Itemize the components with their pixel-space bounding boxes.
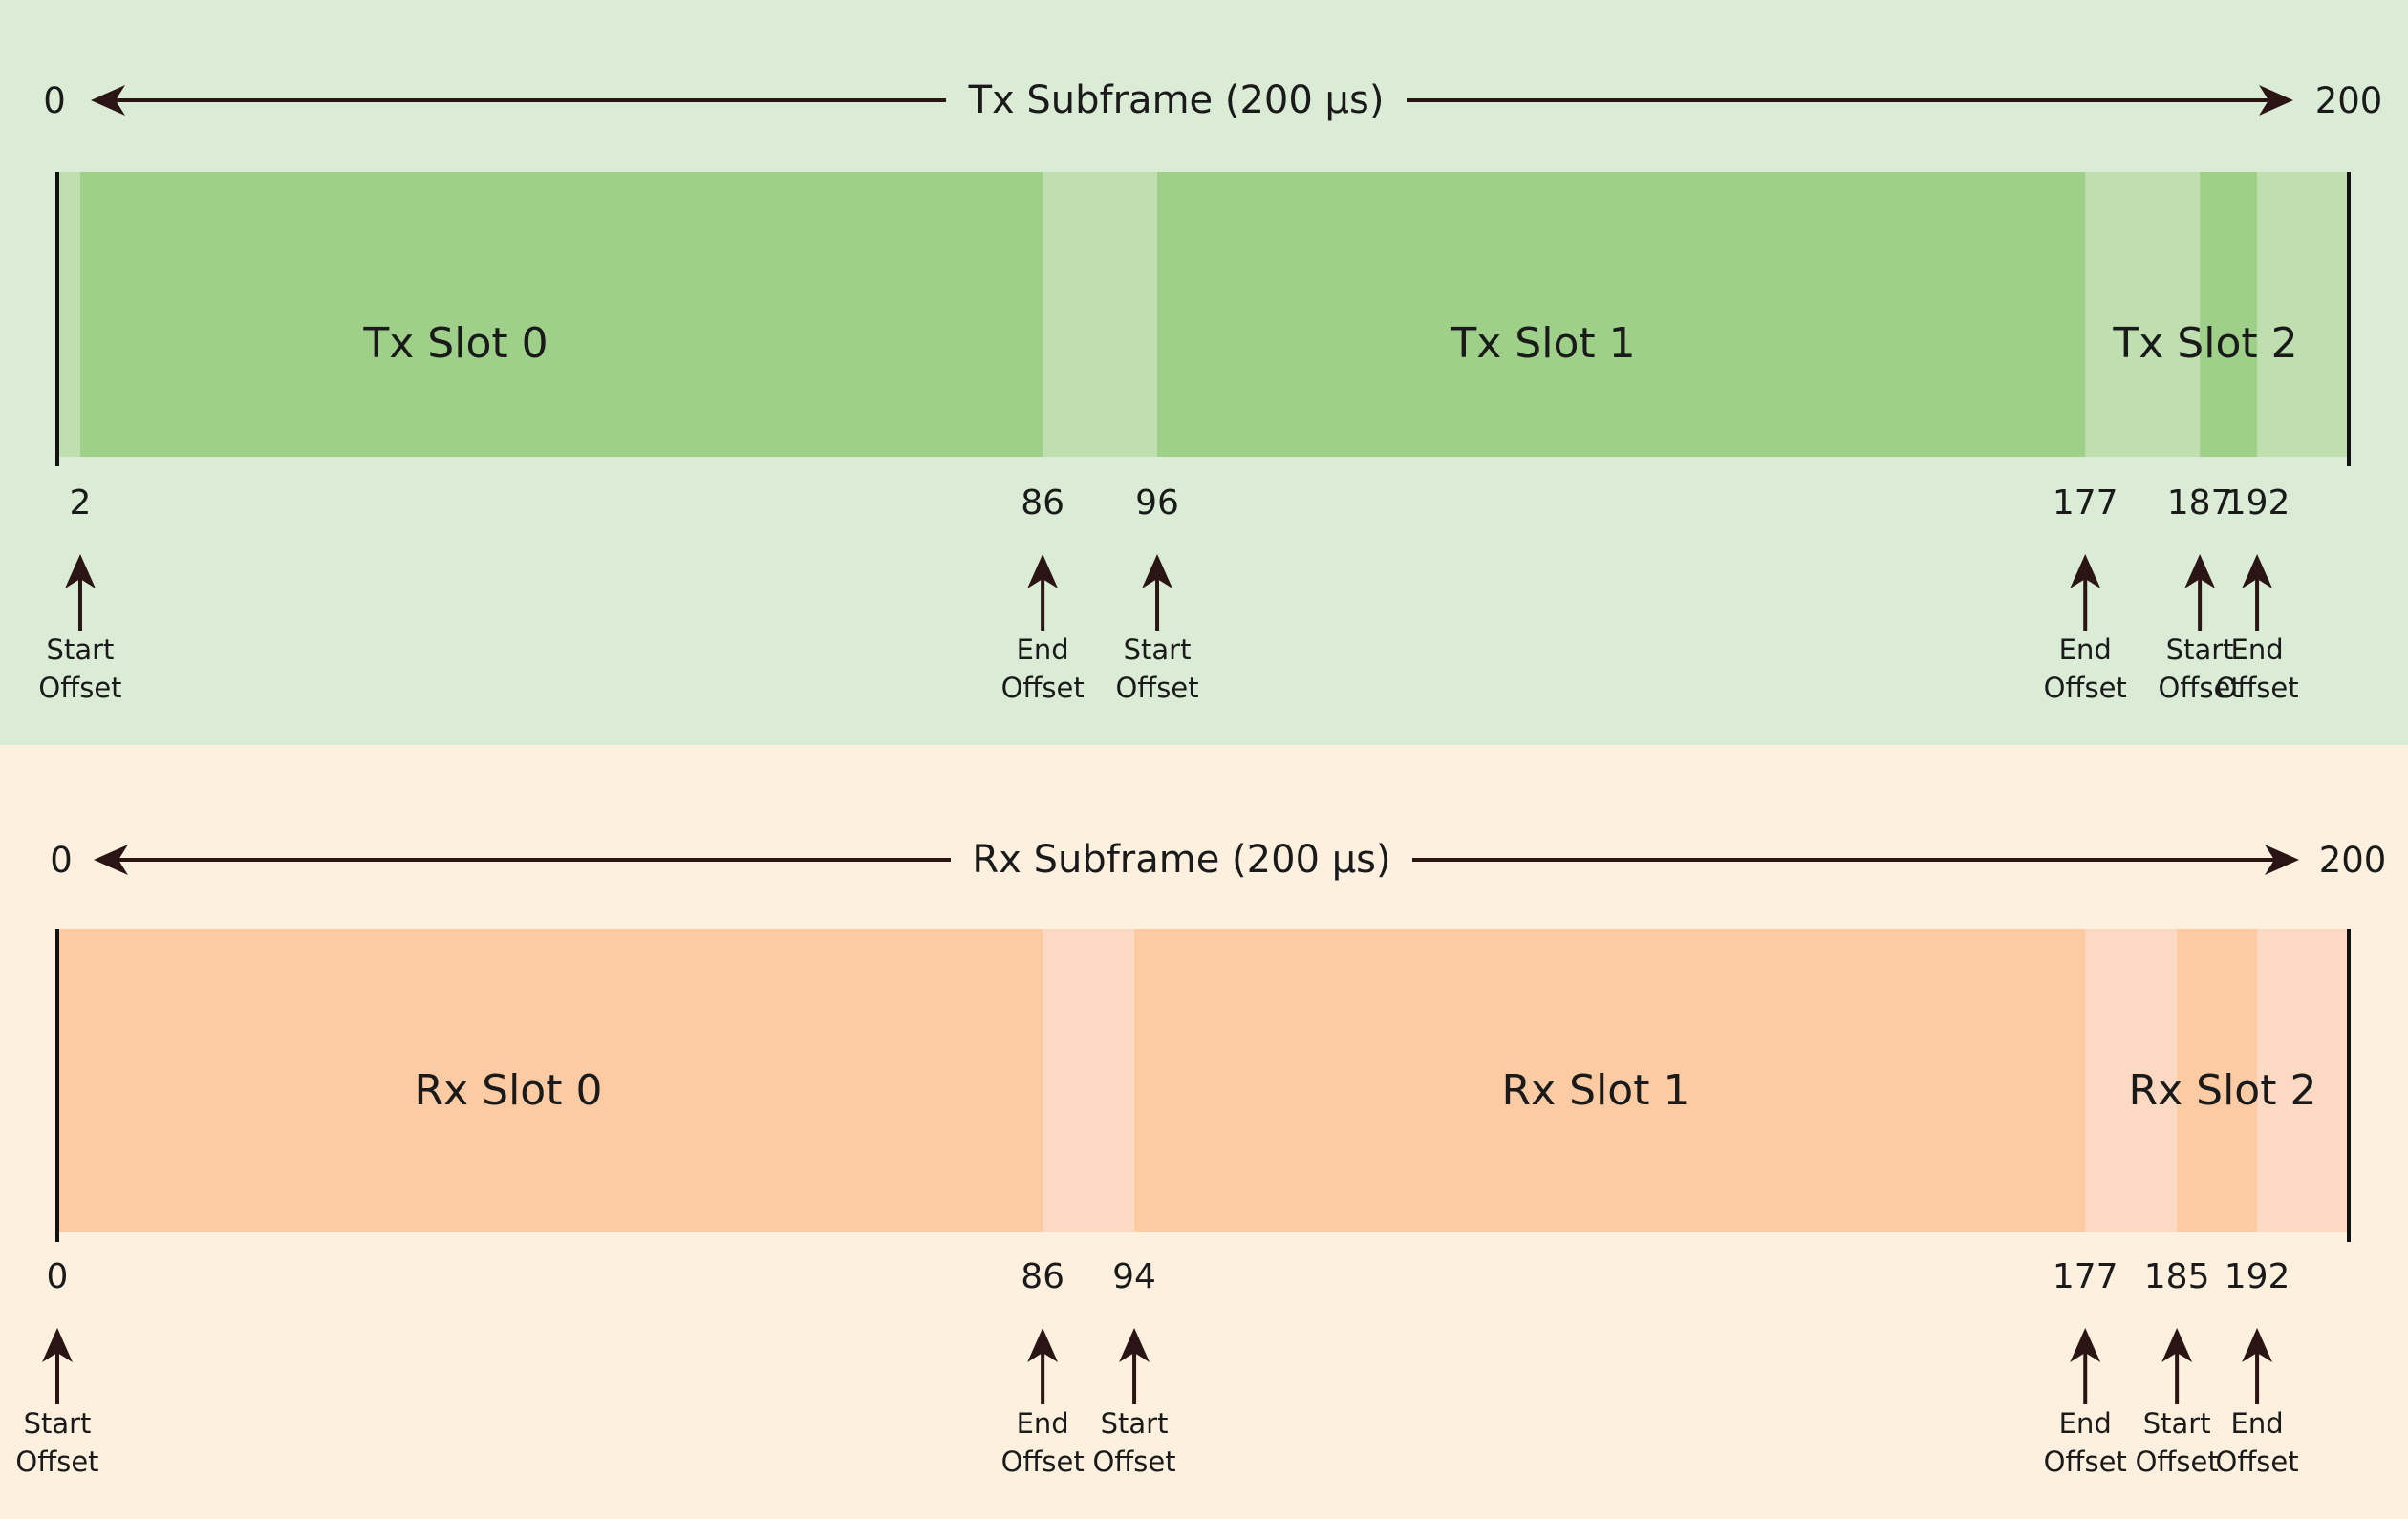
tx-offset-word-label: Offset	[2044, 672, 2127, 704]
rx-offset-kind-label: End	[1017, 1407, 1069, 1440]
tx-slot-2-label: Tx Slot 2	[2112, 319, 2297, 368]
tx-offset-kind-label: Start	[47, 633, 115, 666]
tx-header-arrowhead-left	[91, 85, 125, 116]
rx-offset-value: 86	[1021, 1257, 1064, 1296]
tx-slot-2	[2200, 172, 2258, 457]
rx-offset-arrowhead	[1027, 1328, 1059, 1362]
tx-panel: 0 200 Tx Subframe (200 µs) Tx Slot 0 Tx Slot…	[0, 0, 2408, 745]
rx-offset-arrowhead	[2161, 1328, 2193, 1362]
tx-offset-arrowhead	[1027, 554, 1059, 588]
rx-offset-kind-label: Start	[2143, 1407, 2211, 1440]
tx-offset-arrowhead	[2242, 554, 2273, 588]
tx-offset-kind-label: End	[2059, 633, 2112, 666]
rx-offset-arrowhead	[1119, 1328, 1150, 1362]
rx-slot-1-label: Rx Slot 1	[1502, 1066, 1690, 1115]
rx-offset-arrowhead	[2070, 1328, 2101, 1362]
rx-offset-value: 192	[2225, 1257, 2290, 1296]
tx-subframe-title: Tx Subframe (200 µs)	[968, 78, 1385, 122]
rx-offset-word-label: Offset	[2136, 1445, 2219, 1478]
rx-range-end-label: 200	[2319, 840, 2387, 881]
rx-offset-word-label: Offset	[1001, 1445, 1085, 1478]
tx-offset-value: 187	[2167, 483, 2233, 523]
rx-panel: 0 200 Rx Subframe (200 µs) Rx Slot 0 Rx Slot…	[0, 745, 2408, 1519]
rx-offset-word-label: Offset	[2216, 1445, 2299, 1478]
tx-offset-kind-label: Start	[1124, 633, 1192, 666]
rx-offset-word-label: Offset	[1092, 1445, 1175, 1478]
tx-offset-value: 192	[2225, 483, 2290, 523]
rx-subframe-title: Rx Subframe (200 µs)	[972, 838, 1390, 882]
rx-slot-0	[57, 929, 1043, 1232]
tx-range-start-label: 0	[43, 80, 66, 121]
tx-range-end-label: 200	[2315, 80, 2383, 121]
tx-slot-1	[1157, 172, 2086, 457]
rx-offset-value: 0	[47, 1257, 69, 1296]
rx-offset-word-label: Offset	[15, 1445, 98, 1478]
rx-offset-arrowhead	[42, 1328, 73, 1362]
tx-offset-value: 86	[1021, 483, 1064, 523]
tx-offset-word-label: Offset	[1115, 672, 1198, 704]
rx-offset-kind-label: End	[2231, 1407, 2284, 1440]
tx-offset-arrowhead	[1142, 554, 1173, 588]
rx-offset-word-label: Offset	[2044, 1445, 2127, 1478]
rx-slot-1	[1134, 929, 2086, 1232]
tx-offset-value: 96	[1135, 483, 1179, 523]
tx-offset-arrowhead	[64, 554, 96, 588]
rx-offset-kind-label: Start	[1101, 1407, 1169, 1440]
rx-offset-value: 185	[2144, 1257, 2210, 1296]
rx-slot-2	[2177, 929, 2258, 1232]
tx-offset-word-label: Offset	[2216, 672, 2299, 704]
tx-offset-value: 177	[2053, 483, 2118, 523]
rx-header-arrowhead-left	[94, 845, 128, 875]
tx-offset-kind-label: Start	[2166, 633, 2234, 666]
rx-header-arrowhead-right	[2265, 845, 2299, 875]
tx-slot-0	[79, 172, 1043, 457]
tx-offset-kind-label: End	[2231, 633, 2284, 666]
tx-slot-1-label: Tx Slot 1	[1450, 319, 1635, 368]
tx-offset-value: 2	[70, 483, 92, 523]
tx-header-arrowhead-right	[2259, 85, 2293, 116]
tx-offset-arrowhead	[2184, 554, 2216, 588]
rx-slot-0-label: Rx Slot 0	[415, 1066, 603, 1115]
tx-offset-arrowhead	[2070, 554, 2101, 588]
rx-range-start-label: 0	[50, 840, 73, 881]
tx-offset-word-label: Offset	[38, 672, 121, 704]
tx-offset-word-label: Offset	[1001, 672, 1085, 704]
tx-slot-0-label: Tx Slot 0	[362, 319, 548, 368]
rx-slot-2-label: Rx Slot 2	[2129, 1066, 2317, 1115]
rx-offset-kind-label: Start	[24, 1407, 92, 1440]
tx-offset-kind-label: End	[1017, 633, 1069, 666]
rx-offset-value: 177	[2053, 1257, 2118, 1296]
rx-offset-kind-label: End	[2059, 1407, 2112, 1440]
rx-offset-arrowhead	[2242, 1328, 2273, 1362]
rx-offset-value: 94	[1112, 1257, 1156, 1296]
tx-offset-word-label: Offset	[2159, 672, 2242, 704]
